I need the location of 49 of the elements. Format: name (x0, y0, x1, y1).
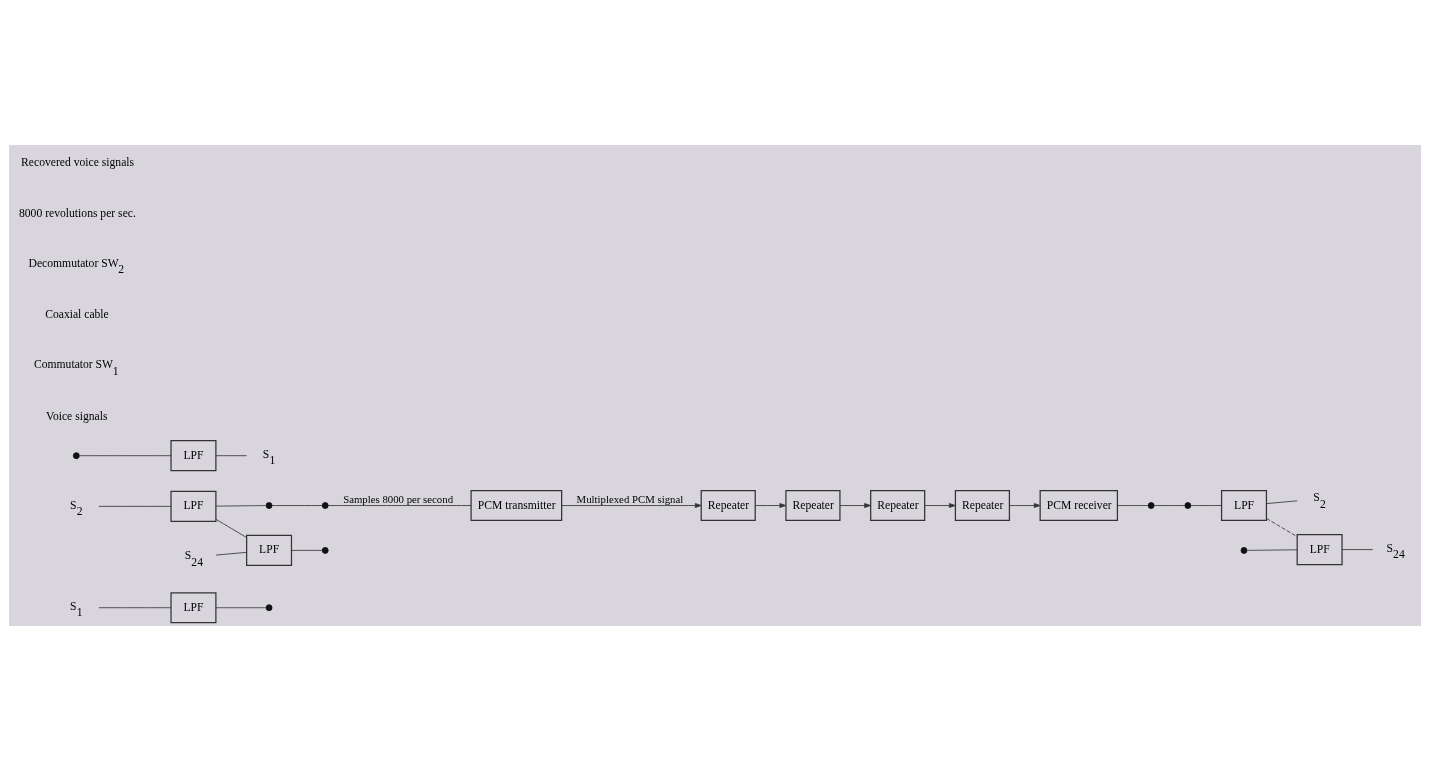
label: Coaxial cable (45, 308, 109, 322)
connector (1341, 549, 1374, 550)
node-circle (1147, 502, 1155, 509)
arrow (1009, 503, 1041, 508)
connector (1266, 518, 1298, 538)
node-circle (321, 502, 329, 509)
node-circle (72, 452, 80, 460)
node-box: Repeater (785, 489, 841, 522)
connector (215, 505, 267, 507)
connector (215, 518, 247, 538)
node-box: LPF (1296, 534, 1343, 566)
node-circle (1240, 547, 1248, 554)
node-box: PCM transmitter (470, 489, 563, 522)
connector (1153, 505, 1186, 506)
connector (271, 505, 323, 506)
arrow (754, 503, 787, 508)
node-circle (265, 502, 273, 509)
connector (98, 607, 172, 609)
label: Recovered voice signals (21, 156, 135, 170)
connector (215, 607, 267, 609)
edge-label: Samples 8000 per second (343, 492, 454, 505)
arrow (561, 503, 702, 508)
node-box: LPF (170, 490, 217, 522)
edge-label: Multiplexed PCM signal (576, 492, 684, 505)
node-box: LPF (1220, 489, 1268, 522)
node-box: Repeater (870, 489, 926, 522)
connector (1246, 549, 1298, 551)
node-box: LPF (170, 440, 217, 472)
node-circle (265, 604, 273, 612)
node-box: LPF (246, 534, 293, 566)
connector (328, 505, 472, 506)
node-box: PCM receiver (1039, 489, 1119, 522)
label: Voice signals (46, 409, 108, 423)
connector (1266, 500, 1298, 504)
node-box: LPF (170, 592, 217, 624)
connector (79, 455, 172, 457)
node-box: Repeater (700, 489, 756, 522)
connector (215, 455, 247, 457)
connector (1117, 505, 1149, 506)
node-box: Repeater (954, 489, 1011, 522)
connector (215, 551, 247, 556)
node-circle (321, 547, 329, 554)
connector (98, 505, 172, 507)
connector (291, 550, 323, 551)
arrow (924, 503, 956, 508)
arrow (839, 503, 871, 508)
node-circle (1184, 502, 1192, 509)
connector (1190, 505, 1222, 506)
label: 8000 revolutions per sec. (19, 207, 136, 221)
